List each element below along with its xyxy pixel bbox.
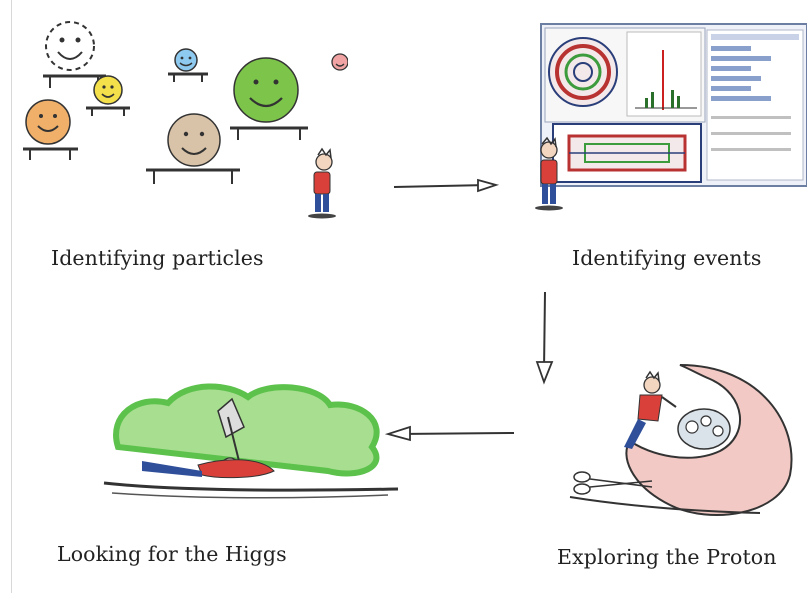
flow-arrow-left (382, 424, 516, 448)
person-figure-icon (308, 147, 336, 219)
arrow-right-icon (393, 178, 500, 193)
page-left-border (11, 0, 12, 593)
flow-arrow-right (392, 177, 502, 201)
yellow-particle-icon (86, 75, 130, 116)
scissors-icon (573, 471, 653, 495)
pink-particle-icon (331, 53, 348, 71)
ghost-particle-icon (43, 21, 106, 88)
butterfly-net-icon (217, 397, 245, 466)
orange-particle-icon (23, 99, 78, 160)
explorer-figure-icon (624, 370, 677, 449)
observer-figure-icon (535, 136, 563, 211)
flow-arrow-down (533, 290, 557, 390)
hunter-figure-icon (142, 457, 275, 479)
arrow-down-icon (535, 291, 554, 385)
caption-looking-for-higgs: Looking for the Higgs (57, 542, 287, 566)
tan-particle-icon (146, 113, 240, 184)
arrow-left-icon (384, 425, 515, 442)
proton-illustration (560, 355, 805, 525)
higgs-illustration (98, 375, 403, 505)
blue-particle-icon (168, 48, 208, 82)
event-display-illustration (525, 20, 807, 225)
caption-exploring-proton: Exploring the Proton (557, 545, 777, 569)
green-particle-icon (230, 57, 308, 140)
caption-identifying-particles: Identifying particles (51, 246, 264, 270)
particles-illustration (18, 12, 348, 227)
caption-identifying-events: Identifying events (572, 246, 762, 270)
